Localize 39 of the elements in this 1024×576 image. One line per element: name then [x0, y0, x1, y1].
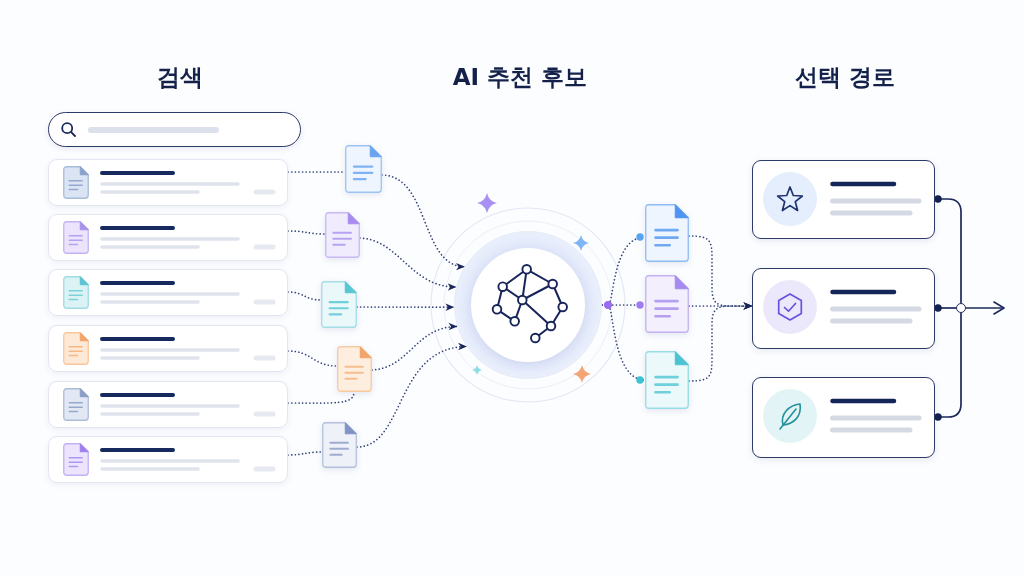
dotted-connector — [287, 451, 323, 456]
column-heading: 선택 경로 — [795, 63, 895, 92]
connector — [934, 195, 962, 304]
document-icon — [645, 275, 689, 333]
dotted-connector — [287, 230, 326, 235]
dotted-arrow — [359, 237, 458, 291]
dotted-connector — [287, 291, 322, 301]
document-icon — [321, 281, 357, 328]
dotted-connector — [287, 350, 338, 367]
document-icon — [325, 212, 360, 258]
document-icon — [645, 204, 689, 262]
document-icon — [345, 145, 382, 193]
hub-circle — [454, 231, 602, 379]
dotted-connector — [601, 301, 646, 383]
dotted-arrow — [356, 303, 455, 311]
dotted-arrow — [371, 323, 458, 371]
result-card — [48, 436, 288, 483]
document-icon — [645, 351, 689, 409]
option-card — [752, 160, 935, 239]
connector — [934, 304, 957, 312]
dotted-connector — [287, 171, 346, 173]
column-heading: 검색 — [157, 63, 203, 92]
arrow — [965, 301, 1005, 315]
option-card — [752, 268, 935, 349]
connector — [934, 312, 962, 421]
result-card — [48, 325, 288, 372]
result-card — [48, 269, 288, 316]
result-card — [48, 214, 288, 261]
dotted-arrow — [381, 174, 466, 269]
document-icon — [337, 346, 372, 392]
junction-circle — [956, 303, 966, 313]
dotted-arrow — [688, 302, 753, 382]
dotted-connector — [287, 391, 355, 404]
document-icon — [322, 422, 357, 468]
result-card — [48, 159, 288, 206]
result-card — [48, 381, 288, 428]
column-heading: AI 추천 후보 — [452, 63, 588, 92]
dotted-arrow — [356, 343, 468, 448]
option-card — [752, 377, 935, 458]
